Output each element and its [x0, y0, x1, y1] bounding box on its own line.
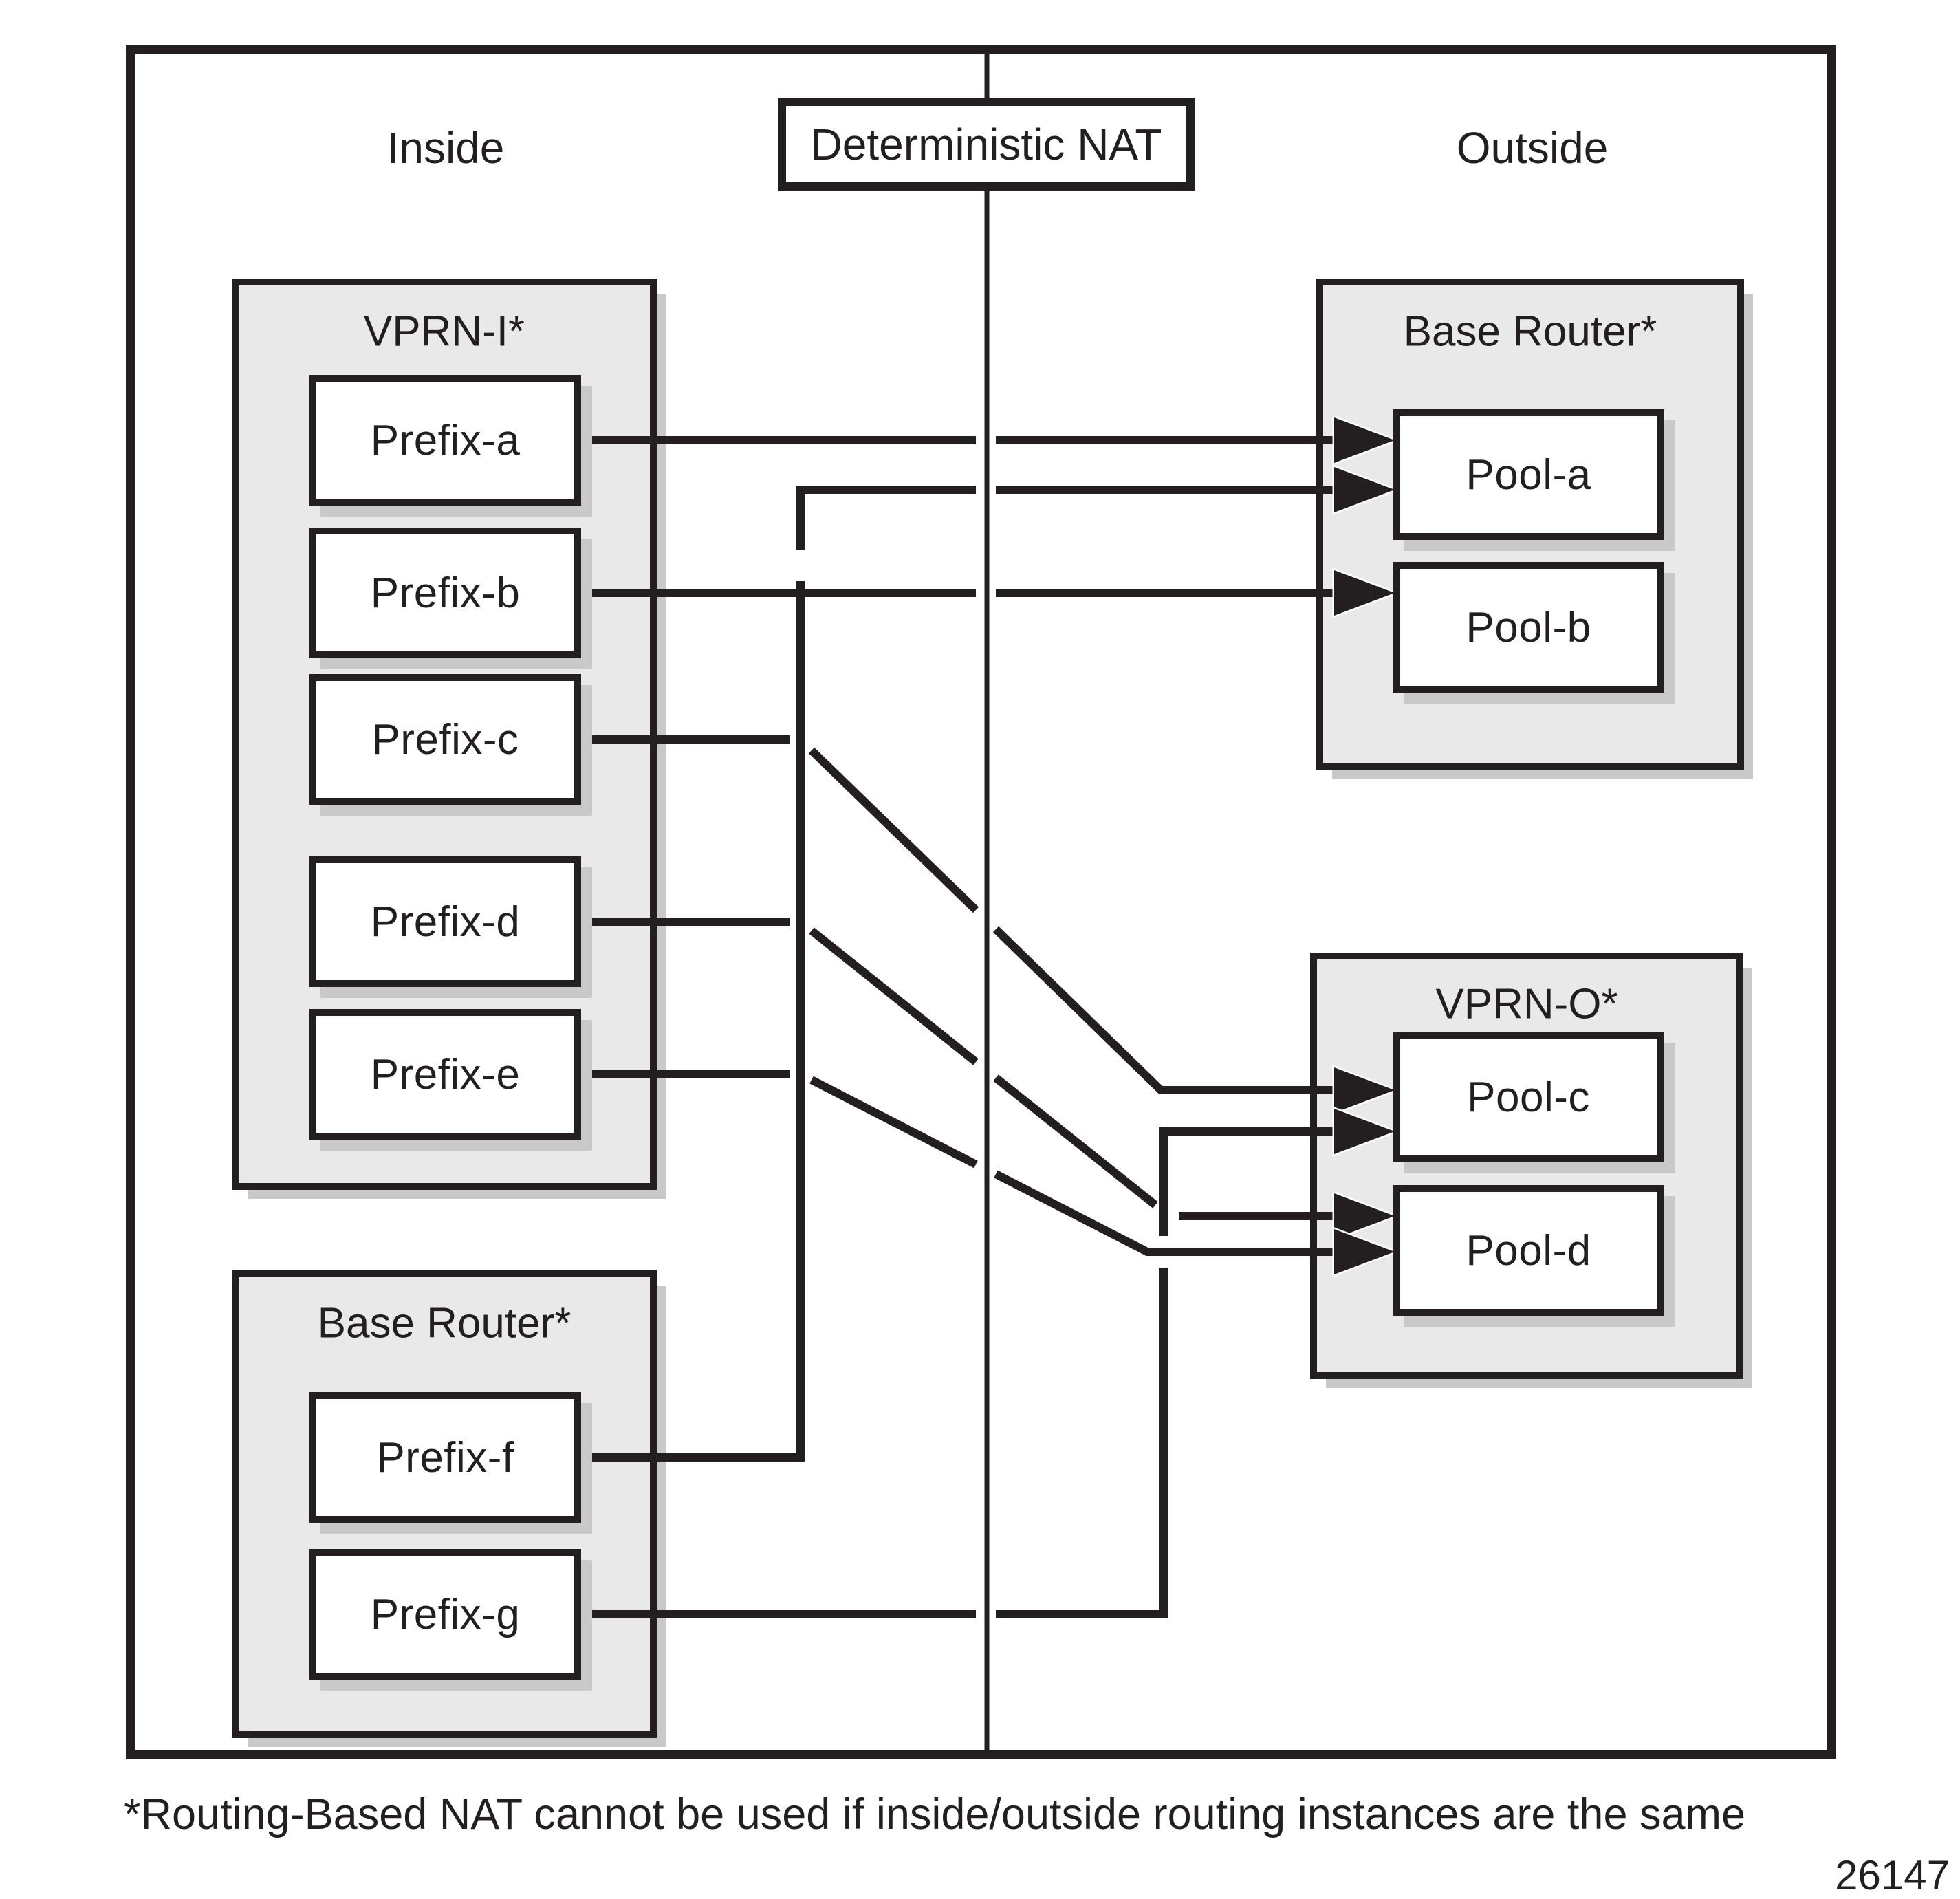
- pool-b-label: Pool-b: [1466, 603, 1591, 651]
- pool-b-box: Pool-b: [1393, 562, 1664, 693]
- arrowhead-pool-a-lower: [1332, 464, 1400, 515]
- vprn-i-title: VPRN-I*: [363, 307, 525, 356]
- footnote: *Routing-Based NAT cannot be used if ins…: [124, 1790, 1746, 1838]
- arrowhead-pool-c-lower: [1332, 1106, 1400, 1157]
- wire-prefix-g-to-pool-c: [578, 1127, 1341, 1618]
- prefix-g-box: Prefix-g: [309, 1549, 581, 1680]
- base-router-outside-title: Base Router*: [1403, 307, 1657, 356]
- prefix-a-box: Prefix-a: [309, 375, 581, 506]
- arrowhead-pool-d-lower: [1332, 1226, 1400, 1277]
- arrowhead-pool-d-upper: [1332, 1191, 1400, 1241]
- pool-d-box: Pool-d: [1393, 1185, 1664, 1316]
- arrowhead-pool-a-upper: [1332, 415, 1400, 466]
- prefix-f-label: Prefix-f: [376, 1433, 514, 1482]
- vprn-o-title: VPRN-O*: [1435, 980, 1618, 1028]
- prefix-e-box: Prefix-e: [309, 1009, 581, 1140]
- base-router-inside-title: Base Router*: [317, 1299, 571, 1347]
- prefix-d-box: Prefix-d: [309, 856, 581, 987]
- pool-c-box: Pool-c: [1393, 1032, 1664, 1162]
- prefix-a-label: Prefix-a: [370, 416, 521, 464]
- prefix-g-label: Prefix-g: [370, 1590, 521, 1638]
- wire-prefix-c-to-pool-c: [578, 735, 1341, 1094]
- pool-d-label: Pool-d: [1466, 1226, 1591, 1274]
- prefix-b-box: Prefix-b: [309, 528, 581, 658]
- arrowhead-pool-b: [1332, 567, 1400, 618]
- figure-number: 26147: [1835, 1852, 1950, 1898]
- inside-zone-label: Inside: [386, 123, 505, 173]
- arrowhead-pool-c-upper: [1332, 1065, 1400, 1116]
- prefix-b-label: Prefix-b: [370, 569, 521, 617]
- deterministic-nat-label: Deterministic NAT: [810, 119, 1162, 169]
- prefix-c-box: Prefix-c: [309, 674, 581, 805]
- prefix-e-label: Prefix-e: [370, 1050, 521, 1098]
- wire-prefix-d-to-pool-d: [578, 918, 1341, 1220]
- pool-a-box: Pool-a: [1393, 409, 1664, 540]
- pool-a-label: Pool-a: [1466, 451, 1591, 499]
- prefix-d-label: Prefix-d: [370, 898, 521, 946]
- outside-zone-label: Outside: [1456, 123, 1609, 173]
- wire-prefix-f-to-pool-a: [578, 486, 1341, 1462]
- prefix-f-box: Prefix-f: [309, 1392, 581, 1523]
- pool-c-label: Pool-c: [1467, 1073, 1590, 1121]
- deterministic-nat-box: Deterministic NAT: [778, 98, 1195, 191]
- prefix-c-label: Prefix-c: [371, 715, 519, 763]
- wire-prefix-e-to-pool-d: [578, 1070, 1341, 1256]
